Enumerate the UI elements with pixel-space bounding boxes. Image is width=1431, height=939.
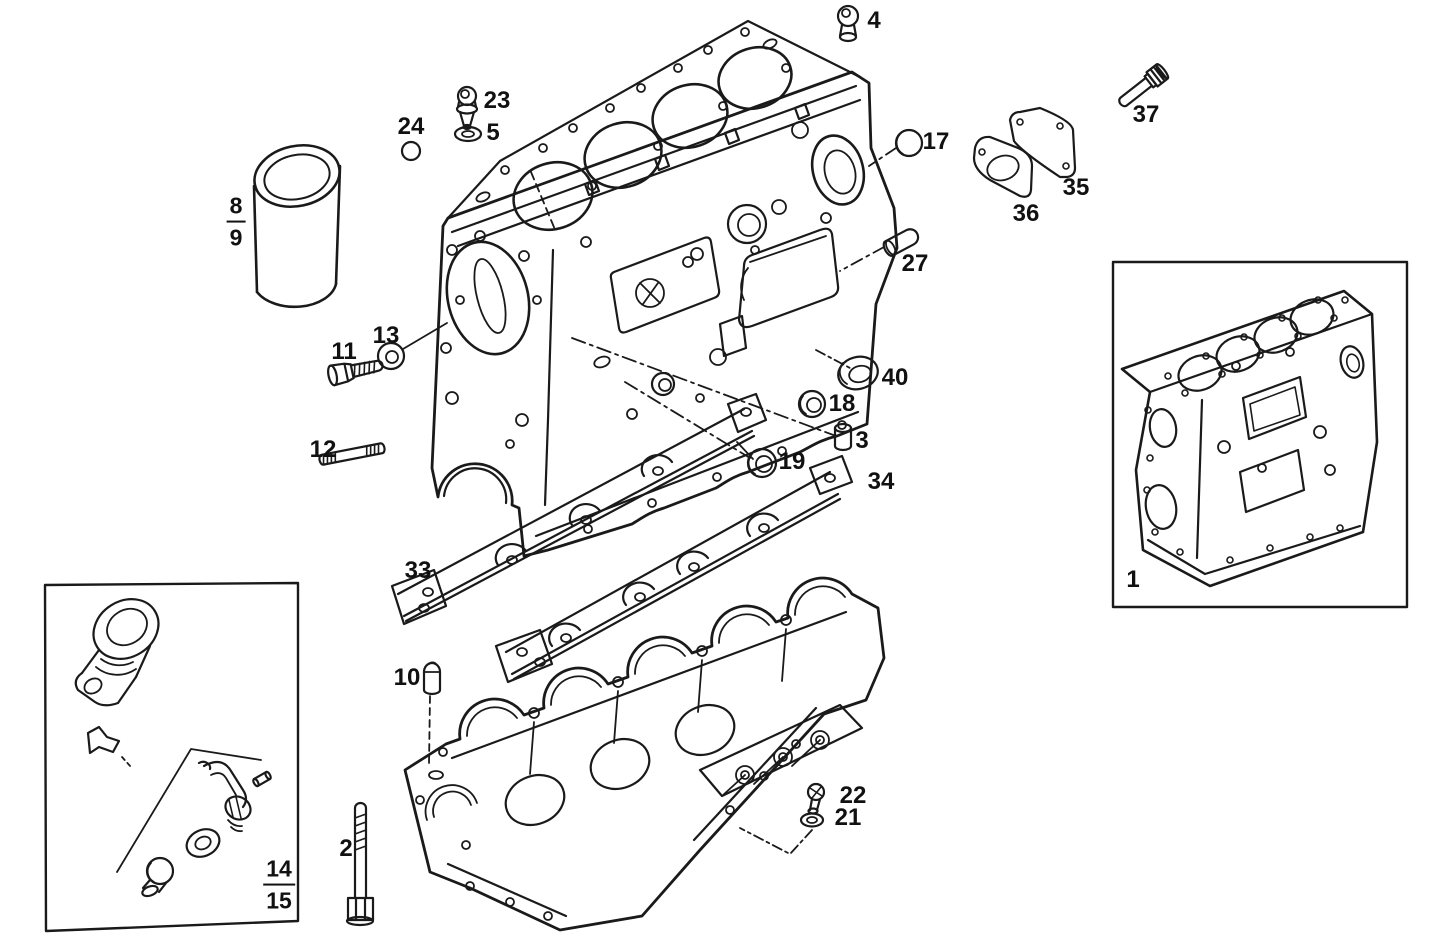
callout-21: 21 <box>834 804 862 831</box>
callout-18: 18 <box>828 390 856 417</box>
callout-37: 37 <box>1132 101 1160 128</box>
part-22-plug-drawing <box>806 782 826 815</box>
callout-19: 19 <box>778 448 806 475</box>
callout-40: 40 <box>881 364 909 391</box>
inset-box-14-15 <box>43 581 300 933</box>
callout-13: 13 <box>372 322 400 349</box>
leader-lines <box>402 147 897 855</box>
callout-9: 9 <box>229 225 243 251</box>
callout-11: 11 <box>331 338 357 365</box>
part-18-plug-drawing <box>797 389 827 419</box>
part-12-stud-drawing <box>318 442 386 466</box>
part-11-bolt-drawing <box>327 359 384 387</box>
callout-2: 2 <box>339 835 353 862</box>
callout-33: 33 <box>404 557 432 584</box>
callout-24: 24 <box>397 113 425 140</box>
part-23-plug-drawing <box>455 85 479 131</box>
callout-36: 36 <box>1012 200 1040 227</box>
part-35-cover-plate-drawing <box>1008 106 1077 179</box>
part-2-long-bolt-drawing <box>345 801 375 927</box>
main-cylinder-block-drawing <box>430 19 899 558</box>
part-40-ring-drawing <box>837 355 879 391</box>
callout-10: 10 <box>393 664 421 691</box>
clip-drawing <box>86 725 132 768</box>
part-36-gasket-drawing <box>972 135 1034 198</box>
callout-14-15: 14 15 <box>263 856 295 915</box>
gasket-34-drawing <box>494 454 854 684</box>
part-5-washer-drawing <box>453 125 483 143</box>
crankcase-lower-block-drawing <box>403 576 886 932</box>
gasket-33-drawing <box>390 392 768 626</box>
callout-15: 15 <box>266 888 292 914</box>
part-10-plug-drawing <box>422 661 442 696</box>
elbow-assembly-drawing <box>141 760 272 898</box>
callout-23: 23 <box>483 87 511 114</box>
callout-4: 4 <box>867 7 881 34</box>
cylinder-liner-drawing <box>252 144 342 309</box>
callout-14: 14 <box>263 856 295 886</box>
part-13-washer-drawing <box>376 341 406 371</box>
callout-17: 17 <box>922 128 950 155</box>
panel-corner-line <box>116 748 262 873</box>
callout-8-9: 8 9 <box>226 193 246 252</box>
callout-35: 35 <box>1062 174 1090 201</box>
part-4-plug-drawing <box>836 4 860 43</box>
part-37-bolt-drawing <box>1118 63 1170 108</box>
part-17-cup-plug-drawing <box>894 128 924 158</box>
part-24-ring-drawing <box>400 140 422 162</box>
callout-12: 12 <box>309 436 337 463</box>
callout-3: 3 <box>855 427 869 454</box>
callout-27: 27 <box>901 250 929 277</box>
part-3-dowel-drawing <box>833 422 853 452</box>
assembled-block-drawing <box>1120 289 1379 588</box>
callout-34: 34 <box>867 468 895 495</box>
fitting-drawing <box>74 598 160 707</box>
callout-22: 22 <box>839 782 867 809</box>
part-19-plug-drawing <box>746 447 778 479</box>
callout-5: 5 <box>486 119 500 146</box>
inset-box-1 <box>1111 260 1409 609</box>
callout-1: 1 <box>1126 566 1140 593</box>
part-21-washer-drawing <box>799 812 825 828</box>
callout-8: 8 <box>226 193 246 223</box>
